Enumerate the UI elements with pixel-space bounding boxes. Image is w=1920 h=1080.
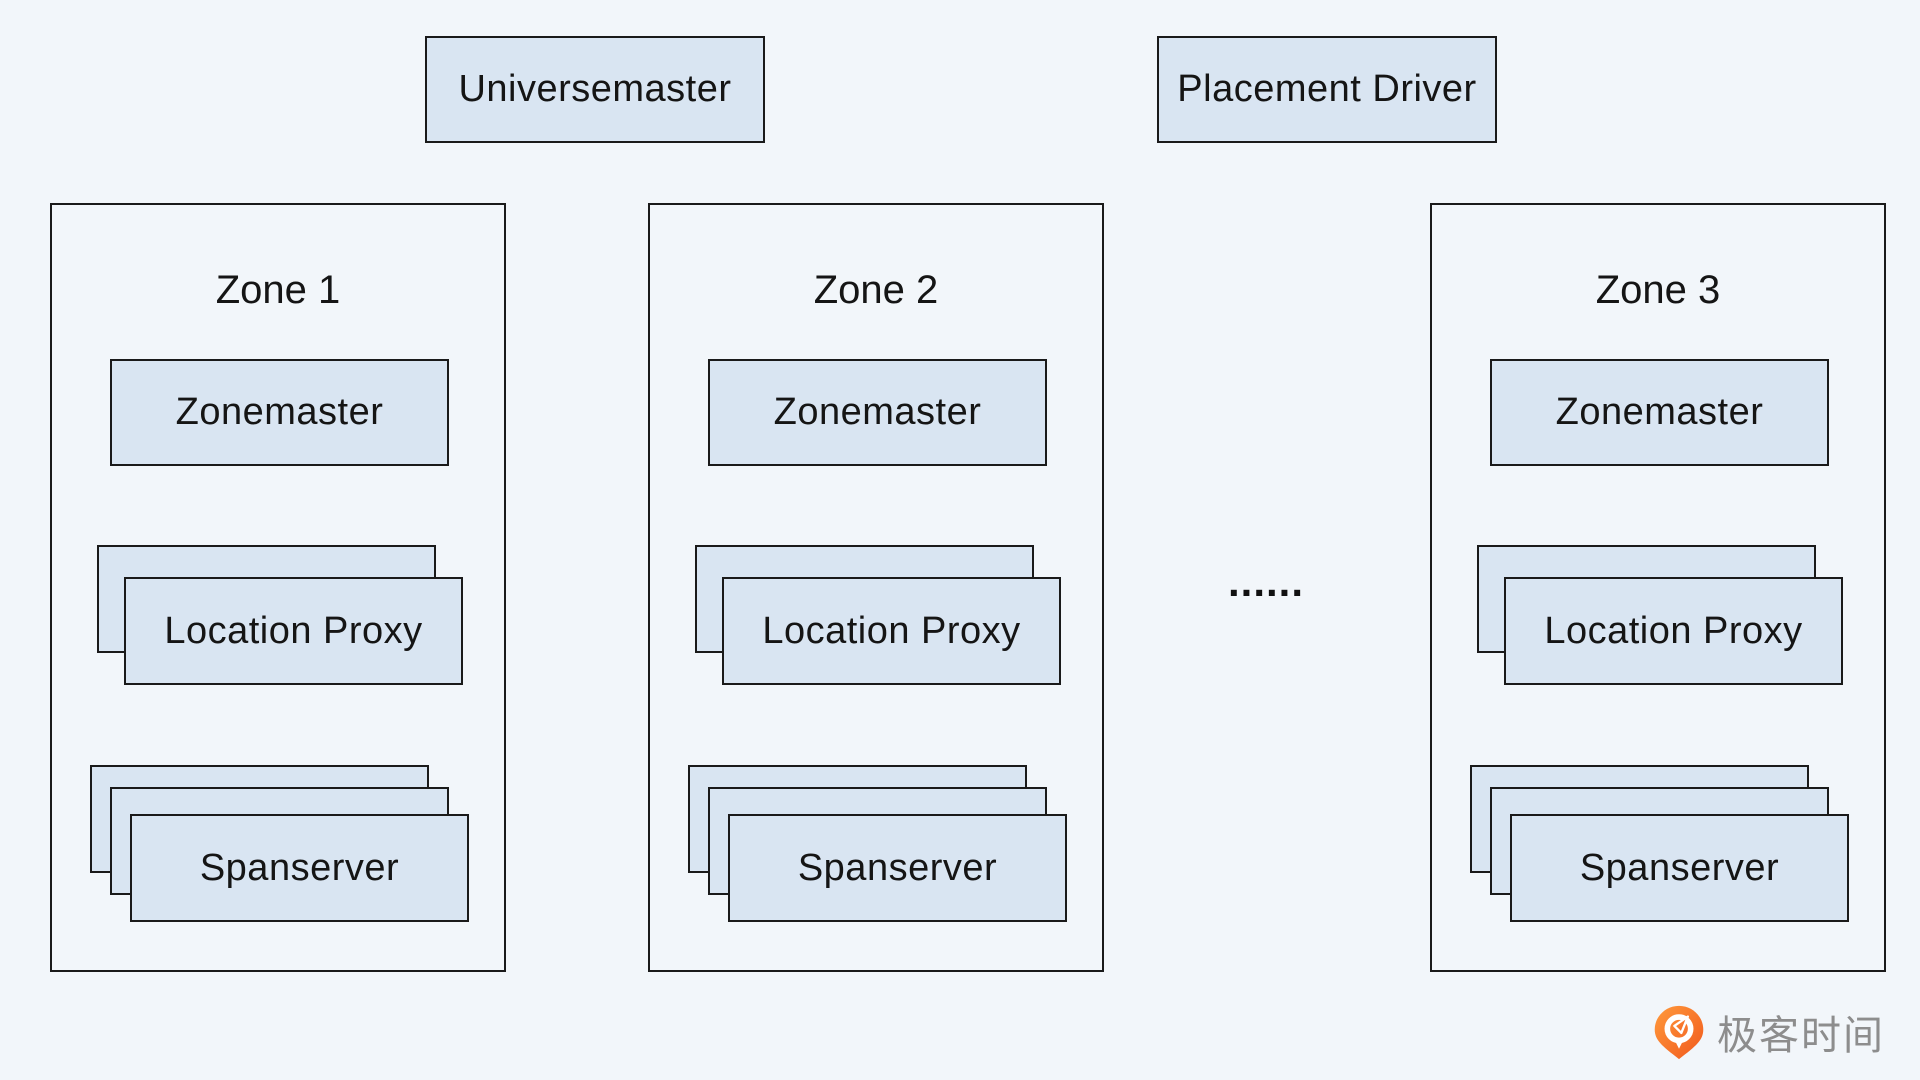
zone-2-zonemaster-box: Zonemaster — [708, 359, 1047, 466]
universemaster-box: Universemaster — [425, 36, 765, 143]
zone-1-spanserver-box: Spanserver — [130, 814, 469, 922]
zone-2-zonemaster-label: Zonemaster — [773, 391, 982, 433]
zone-1-location-proxy-label: Location Proxy — [164, 609, 423, 652]
zone-1-zonemaster-label: Zonemaster — [175, 391, 384, 433]
more-zones-ellipsis: ...... — [1227, 558, 1304, 605]
zone-3-location-proxy-box: Location Proxy — [1504, 577, 1843, 685]
zone-1-spanserver-label: Spanserver — [199, 846, 400, 889]
zone-2-container: Zone 2 Zonemaster Location Proxy Spanser… — [648, 203, 1104, 972]
zone-1-title: Zone 1 — [215, 268, 341, 312]
zone-2-spanserver-label: Spanserver — [797, 846, 998, 889]
zone-1-zonemaster-box: Zonemaster — [110, 359, 449, 466]
universemaster-label: Universemaster — [458, 68, 732, 110]
zone-1-location-proxy-box: Location Proxy — [124, 577, 463, 685]
geektime-logo-text: 极客时间 — [1717, 1014, 1885, 1058]
geektime-logo-icon — [1654, 1005, 1704, 1060]
zone-1-container: Zone 1 Zonemaster Location Proxy Spanser… — [50, 203, 506, 972]
geektime-watermark: 极客时间 — [1650, 1002, 1885, 1062]
zone-3-spanserver-label: Spanserver — [1579, 846, 1780, 889]
zone-2-title: Zone 2 — [813, 268, 939, 312]
zone-3-title: Zone 3 — [1595, 268, 1721, 312]
zone-3-location-proxy-label: Location Proxy — [1544, 609, 1803, 652]
zone-2-spanserver-box: Spanserver — [728, 814, 1067, 922]
placement-driver-label: Placement Driver — [1177, 68, 1477, 110]
zone-2-location-proxy-box: Location Proxy — [722, 577, 1061, 685]
zone-3-zonemaster-label: Zonemaster — [1555, 391, 1764, 433]
placement-driver-box: Placement Driver — [1157, 36, 1497, 143]
zone-3-zonemaster-box: Zonemaster — [1490, 359, 1829, 466]
zone-2-location-proxy-label: Location Proxy — [762, 609, 1021, 652]
zone-3-spanserver-box: Spanserver — [1510, 814, 1849, 922]
zone-3-container: Zone 3 Zonemaster Location Proxy Spanser… — [1430, 203, 1886, 972]
